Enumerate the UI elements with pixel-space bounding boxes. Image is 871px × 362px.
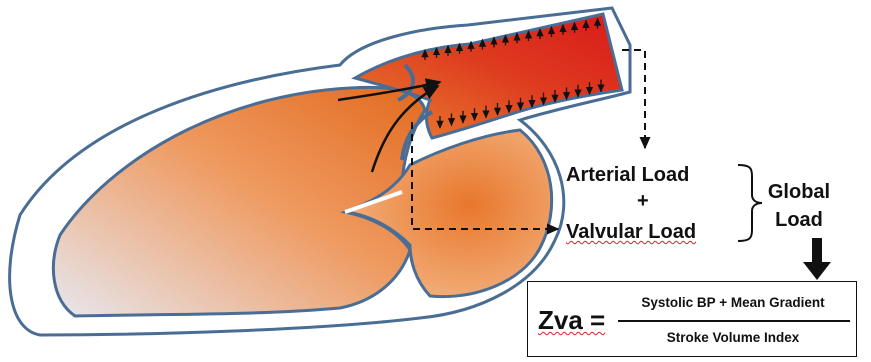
global-load-down-arrow <box>803 238 831 280</box>
zva-formula-box: Zva = Systolic BP + Mean Gradient Stroke… <box>527 281 857 357</box>
global-load-label-line1: Global <box>764 181 834 204</box>
zva-symbol: Zva = <box>538 305 605 336</box>
fraction-line <box>618 320 850 322</box>
arterial-load-label: Arterial Load <box>566 164 689 187</box>
global-load-label-line2: Load <box>764 209 834 232</box>
formula-numerator: Systolic BP + Mean Gradient <box>618 295 848 310</box>
formula-denominator: Stroke Volume Index <box>618 330 848 345</box>
load-brace <box>738 165 762 241</box>
valvular-load-label: Valvular Load <box>566 221 696 244</box>
plus-sign: + <box>637 190 649 213</box>
